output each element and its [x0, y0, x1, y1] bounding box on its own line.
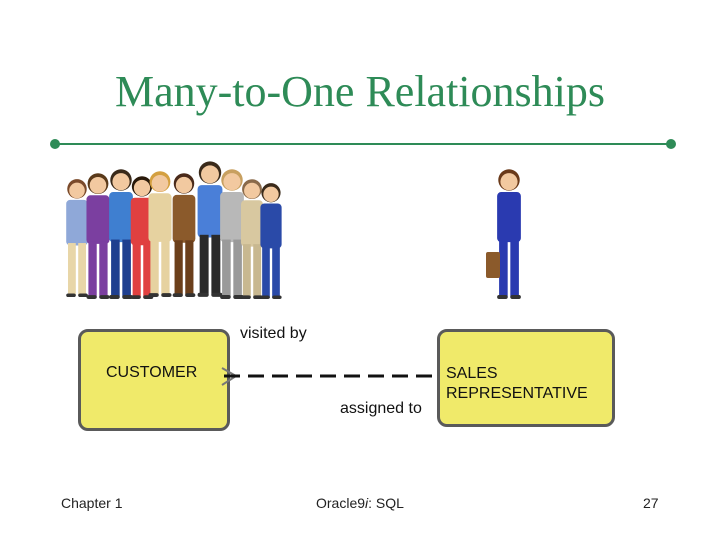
sales-representative-entity-name: SALES REPRESENTATIVE — [446, 364, 588, 404]
customer-person-5 — [148, 171, 172, 297]
relationship-label-visited-by: visited by — [240, 325, 307, 342]
title-rule-dot-left — [50, 139, 60, 149]
briefcase-icon — [486, 252, 500, 278]
footer-course-suffix: : SQL — [368, 495, 404, 511]
title-rule-dot-right — [666, 139, 676, 149]
customer-person-10 — [260, 183, 282, 300]
sales-rep-name-line-2: REPRESENTATIVE — [446, 385, 588, 402]
footer-course-italic: i — [365, 495, 369, 511]
sales-representative-entity-box[interactable] — [437, 329, 615, 427]
customer-entity-box[interactable] — [78, 329, 230, 431]
customer-entity-name: CUSTOMER — [106, 364, 198, 381]
customer-person-8 — [220, 169, 244, 299]
customer-person-7 — [197, 161, 223, 297]
footer-course: Oracle9i: SQL — [316, 495, 404, 511]
footer-page-number: 27 — [643, 495, 659, 511]
relationship-label-assigned-to: assigned to — [340, 400, 422, 417]
customer-person-1 — [66, 179, 88, 298]
slide-title: Many-to-One Relationships — [114, 67, 606, 116]
sales-representative-illustration — [486, 169, 521, 299]
customer-person-9 — [241, 179, 263, 300]
sales-rep-person — [497, 169, 521, 299]
footer-course-prefix: Oracle9 — [316, 495, 366, 511]
sales-rep-name-line-1: SALES — [446, 365, 498, 382]
customer-person-2 — [86, 173, 110, 299]
footer-chapter: Chapter 1 — [61, 495, 123, 511]
customer-person-3 — [109, 169, 133, 299]
customer-person-6 — [172, 173, 196, 297]
customer-person-4 — [130, 176, 154, 299]
